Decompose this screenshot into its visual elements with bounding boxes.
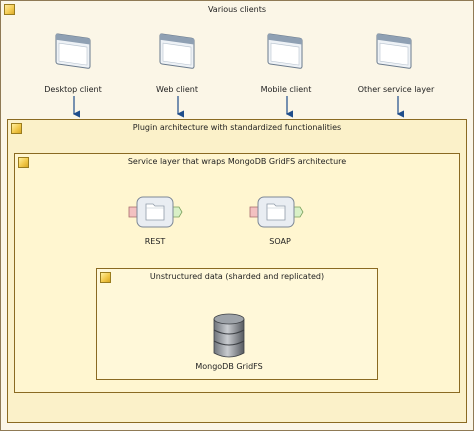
mobile-client-browser-window-icon — [267, 33, 303, 69]
mobile-client-label: Mobile client — [260, 85, 312, 94]
web-client-browser-window-icon — [159, 33, 195, 69]
other-service-layer-browser-window-icon — [376, 33, 412, 69]
plugin-architecture-title: Plugin architecture with standardized fu… — [132, 123, 342, 132]
desktop-client-label: Desktop client — [44, 85, 102, 94]
service-layer-title: Service layer that wraps MongoDB GridFS … — [127, 157, 347, 166]
soap-service-component-icon — [249, 196, 304, 228]
container-corner-icon — [4, 4, 15, 15]
mongodb-gridfs-database-icon — [213, 313, 245, 358]
desktop-client-browser-window-icon — [55, 33, 91, 69]
rest-label: REST — [144, 237, 166, 246]
other-service-layer-label: Other service layer — [357, 85, 435, 94]
soap-label: SOAP — [269, 237, 291, 246]
unstructured-data-title: Unstructured data (sharded and replicate… — [149, 272, 325, 281]
web-client-label: Web client — [156, 85, 198, 94]
mongodb-gridfs-label: MongoDB GridFS — [195, 362, 263, 371]
container-corner-icon — [100, 272, 111, 283]
container-corner-icon — [11, 123, 22, 134]
container-corner-icon — [18, 157, 29, 168]
various-clients-title: Various clients — [207, 5, 267, 14]
rest-service-component-icon — [128, 196, 183, 228]
